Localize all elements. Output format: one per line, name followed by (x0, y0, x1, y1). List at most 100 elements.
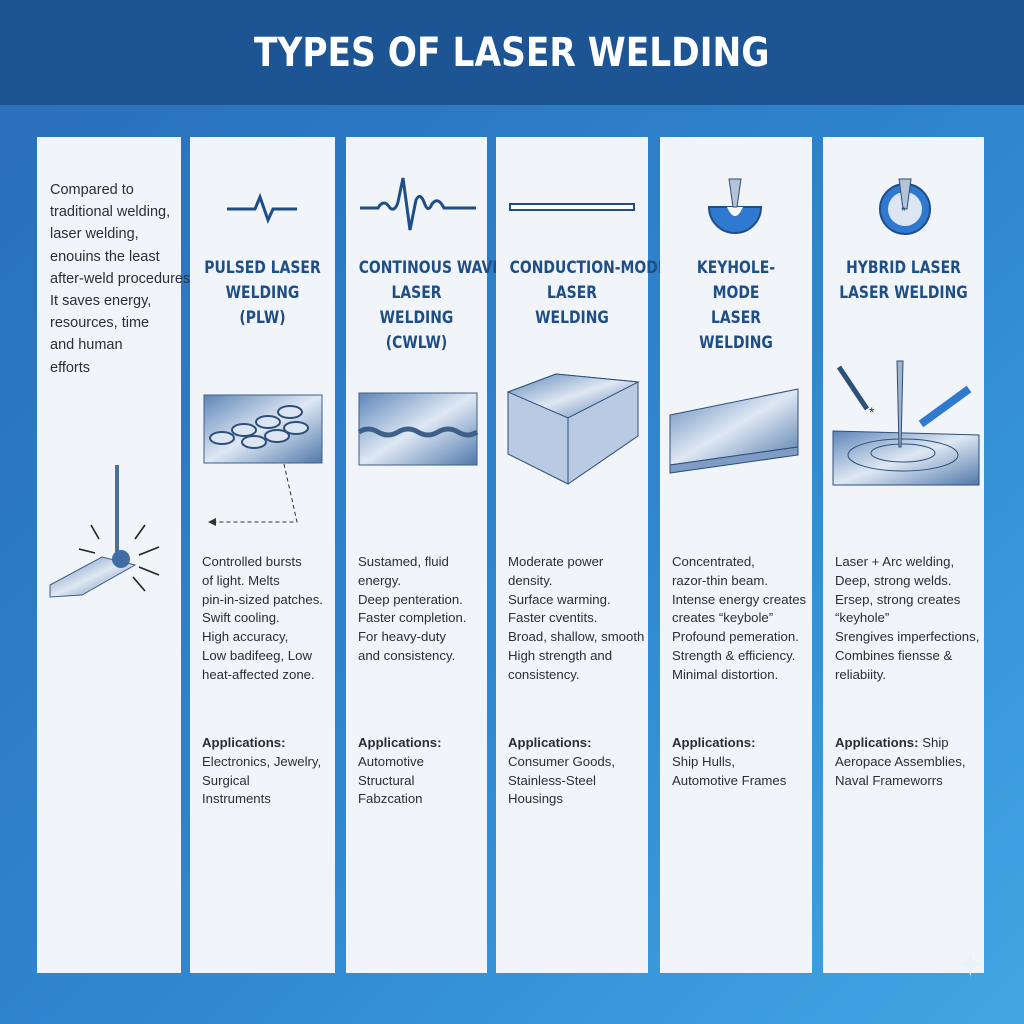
description-line: Faster cventits. (508, 610, 598, 626)
page-title: TYPES OF LASER WELDING (254, 29, 770, 76)
header-banner: TYPES OF LASER WELDING (0, 0, 1024, 105)
description-line: High accuracy, (202, 629, 289, 645)
spot-weld-illustration (203, 394, 323, 526)
applications-label: Applications: (508, 735, 592, 750)
applications-label: Applications: (358, 735, 442, 750)
keyhole-icon (707, 178, 763, 234)
application-line: Automotive (358, 753, 424, 769)
application-line: Automotive Frames (672, 772, 787, 788)
title-line: KEYHOLE-MODE (696, 258, 776, 303)
column-title: CONDUCTION-MODE LASER WELDING (510, 256, 668, 331)
application-line: Aeropace Assemblies, (835, 753, 966, 769)
applications-label: Applications: (835, 735, 919, 750)
column-description: Sustamed, fluid energy. Deep penteration… (358, 553, 483, 666)
intro-line: laser welding, (50, 226, 139, 243)
column-title: PULSED LASER WELDING (PLW) (203, 256, 322, 331)
description-line: density. (508, 572, 553, 588)
description-line: razor-thin beam. (672, 572, 769, 588)
column-title: HYBRID LASER LASER WELDING (837, 256, 969, 306)
column-description: Laser + Arc welding, Deep, strong welds.… (835, 553, 980, 685)
description-line: High strength and (508, 647, 613, 663)
intro-line: enouins the least (50, 248, 160, 265)
intro-line: efforts (50, 359, 91, 376)
title-line: WELDING (225, 283, 300, 303)
description-line: Deep, strong welds. (835, 572, 952, 588)
intro-line: It saves energy, (50, 293, 152, 310)
description-line: For heavy-duty (358, 629, 446, 645)
laser-spot-illustration (49, 465, 160, 598)
column-hybrid: * HYBRID LASER LASER WELDING * Laser + A… (823, 137, 984, 973)
description-line: Deep penteration. (358, 591, 463, 607)
hybrid-torch-icon: * (879, 178, 931, 235)
description-line: reliabiity. (835, 666, 887, 682)
flat-line-icon (509, 203, 635, 211)
column-description: Controlled bursts of light. Melts pin-in… (202, 553, 331, 685)
application-line: Ship Hulls, (672, 753, 736, 769)
title-line: LASER WELDING (379, 283, 454, 328)
applications-label: Applications: (672, 735, 756, 750)
description-line: Intense energy creates (672, 591, 807, 607)
description-line: Low badifeeg, Low (202, 647, 312, 663)
application-line: Ship (922, 735, 949, 750)
description-line: Swift cooling. (202, 610, 280, 626)
description-line: Ersep, strong creates (835, 591, 961, 607)
title-line: (CWLW) (385, 333, 448, 353)
column-title: KEYHOLE-MODE LASER WELDING (674, 256, 799, 356)
description-line: Moderate power (508, 554, 604, 569)
description-line: Minimal distortion. (672, 666, 779, 682)
hybrid-welding-illustration: * (832, 360, 980, 486)
title-line: PULSED LASER (204, 258, 321, 278)
title-line: HYBRID LASER (846, 258, 961, 278)
description-line: creates “keybole” (672, 610, 774, 626)
description-line: and consistency. (358, 647, 456, 663)
column-description: Moderate power density. Surface warming.… (508, 553, 644, 685)
title-line: LASER WELDING (699, 308, 773, 353)
description-line: pin-in-sized patches. (202, 591, 323, 607)
intro-line: resources, time (50, 315, 150, 332)
keyhole-plate-illustration (669, 388, 799, 474)
intro-line: Compared to (50, 182, 134, 198)
description-line: consistency. (508, 666, 580, 682)
conduction-block-illustration (506, 373, 640, 485)
column-applications: Applications: Automotive Structural Fabz… (358, 734, 483, 809)
description-line: of light. Melts (202, 572, 280, 588)
column-description: Concentrated, razor-thin beam. Intense e… (672, 553, 808, 685)
title-line: LASER WELDING (535, 283, 609, 328)
description-line: Broad, shallow, smooth (508, 629, 645, 645)
column-continuous-wave: CONTINOUS WAVE LASER WELDING (CWLW) Sust… (346, 137, 502, 973)
description-line: heat-affected zone. (202, 666, 315, 682)
description-line: Sustamed, fluid (358, 554, 449, 569)
description-line: Srengives imperfections, (835, 629, 980, 645)
column-title: CONTINOUS WAVE LASER WELDING (CWLW) (358, 256, 502, 356)
seam-weld-illustration (358, 392, 479, 466)
applications-label: Applications: (202, 735, 286, 750)
description-line: Surface warming. (508, 591, 611, 607)
intro-line: and human (50, 337, 123, 354)
column-keyhole-mode: KEYHOLE-MODE LASER WELDING Concentrated,… (660, 137, 812, 973)
description-line: energy. (358, 572, 402, 588)
column-pulsed: PULSED LASER WELDING (PLW) Controlled bu… (190, 137, 335, 973)
application-line: Electronics, Jewelry, (202, 753, 322, 769)
sparkle-icon: ✦ (956, 947, 985, 985)
intro-text: Compared to traditional welding, laser w… (50, 179, 194, 379)
application-line: Surgical (202, 772, 250, 788)
application-line: Structural (358, 772, 415, 788)
description-line: Laser + Arc welding, (835, 554, 955, 569)
description-line: Profound pemeration. (672, 629, 799, 645)
description-line: Concentrated, (672, 554, 755, 569)
intro-panel: Compared to traditional welding, laser w… (37, 137, 194, 973)
column-applications: Applications: Electronics, Jewelry, Surg… (202, 734, 331, 809)
continuous-wave-icon (360, 177, 476, 231)
description-line: Strength & efficiency. (672, 647, 796, 663)
column-applications: Applications: Ship Hulls, Automotive Fra… (672, 734, 808, 790)
title-line: (PLW) (239, 308, 286, 328)
title-line: CONTINOUS WAVE (358, 258, 502, 278)
application-line: Naval Frameworrs (835, 772, 943, 788)
column-applications: Applications: Ship Aeropace Assemblies, … (835, 734, 980, 790)
application-line: Consumer Goods, (508, 753, 616, 769)
title-line: LASER WELDING (839, 283, 968, 303)
description-line: Combines fiensse & (835, 647, 953, 663)
svg-text:*: * (901, 204, 906, 218)
application-line: Instruments (202, 791, 271, 807)
pulse-wave-icon (227, 192, 297, 225)
